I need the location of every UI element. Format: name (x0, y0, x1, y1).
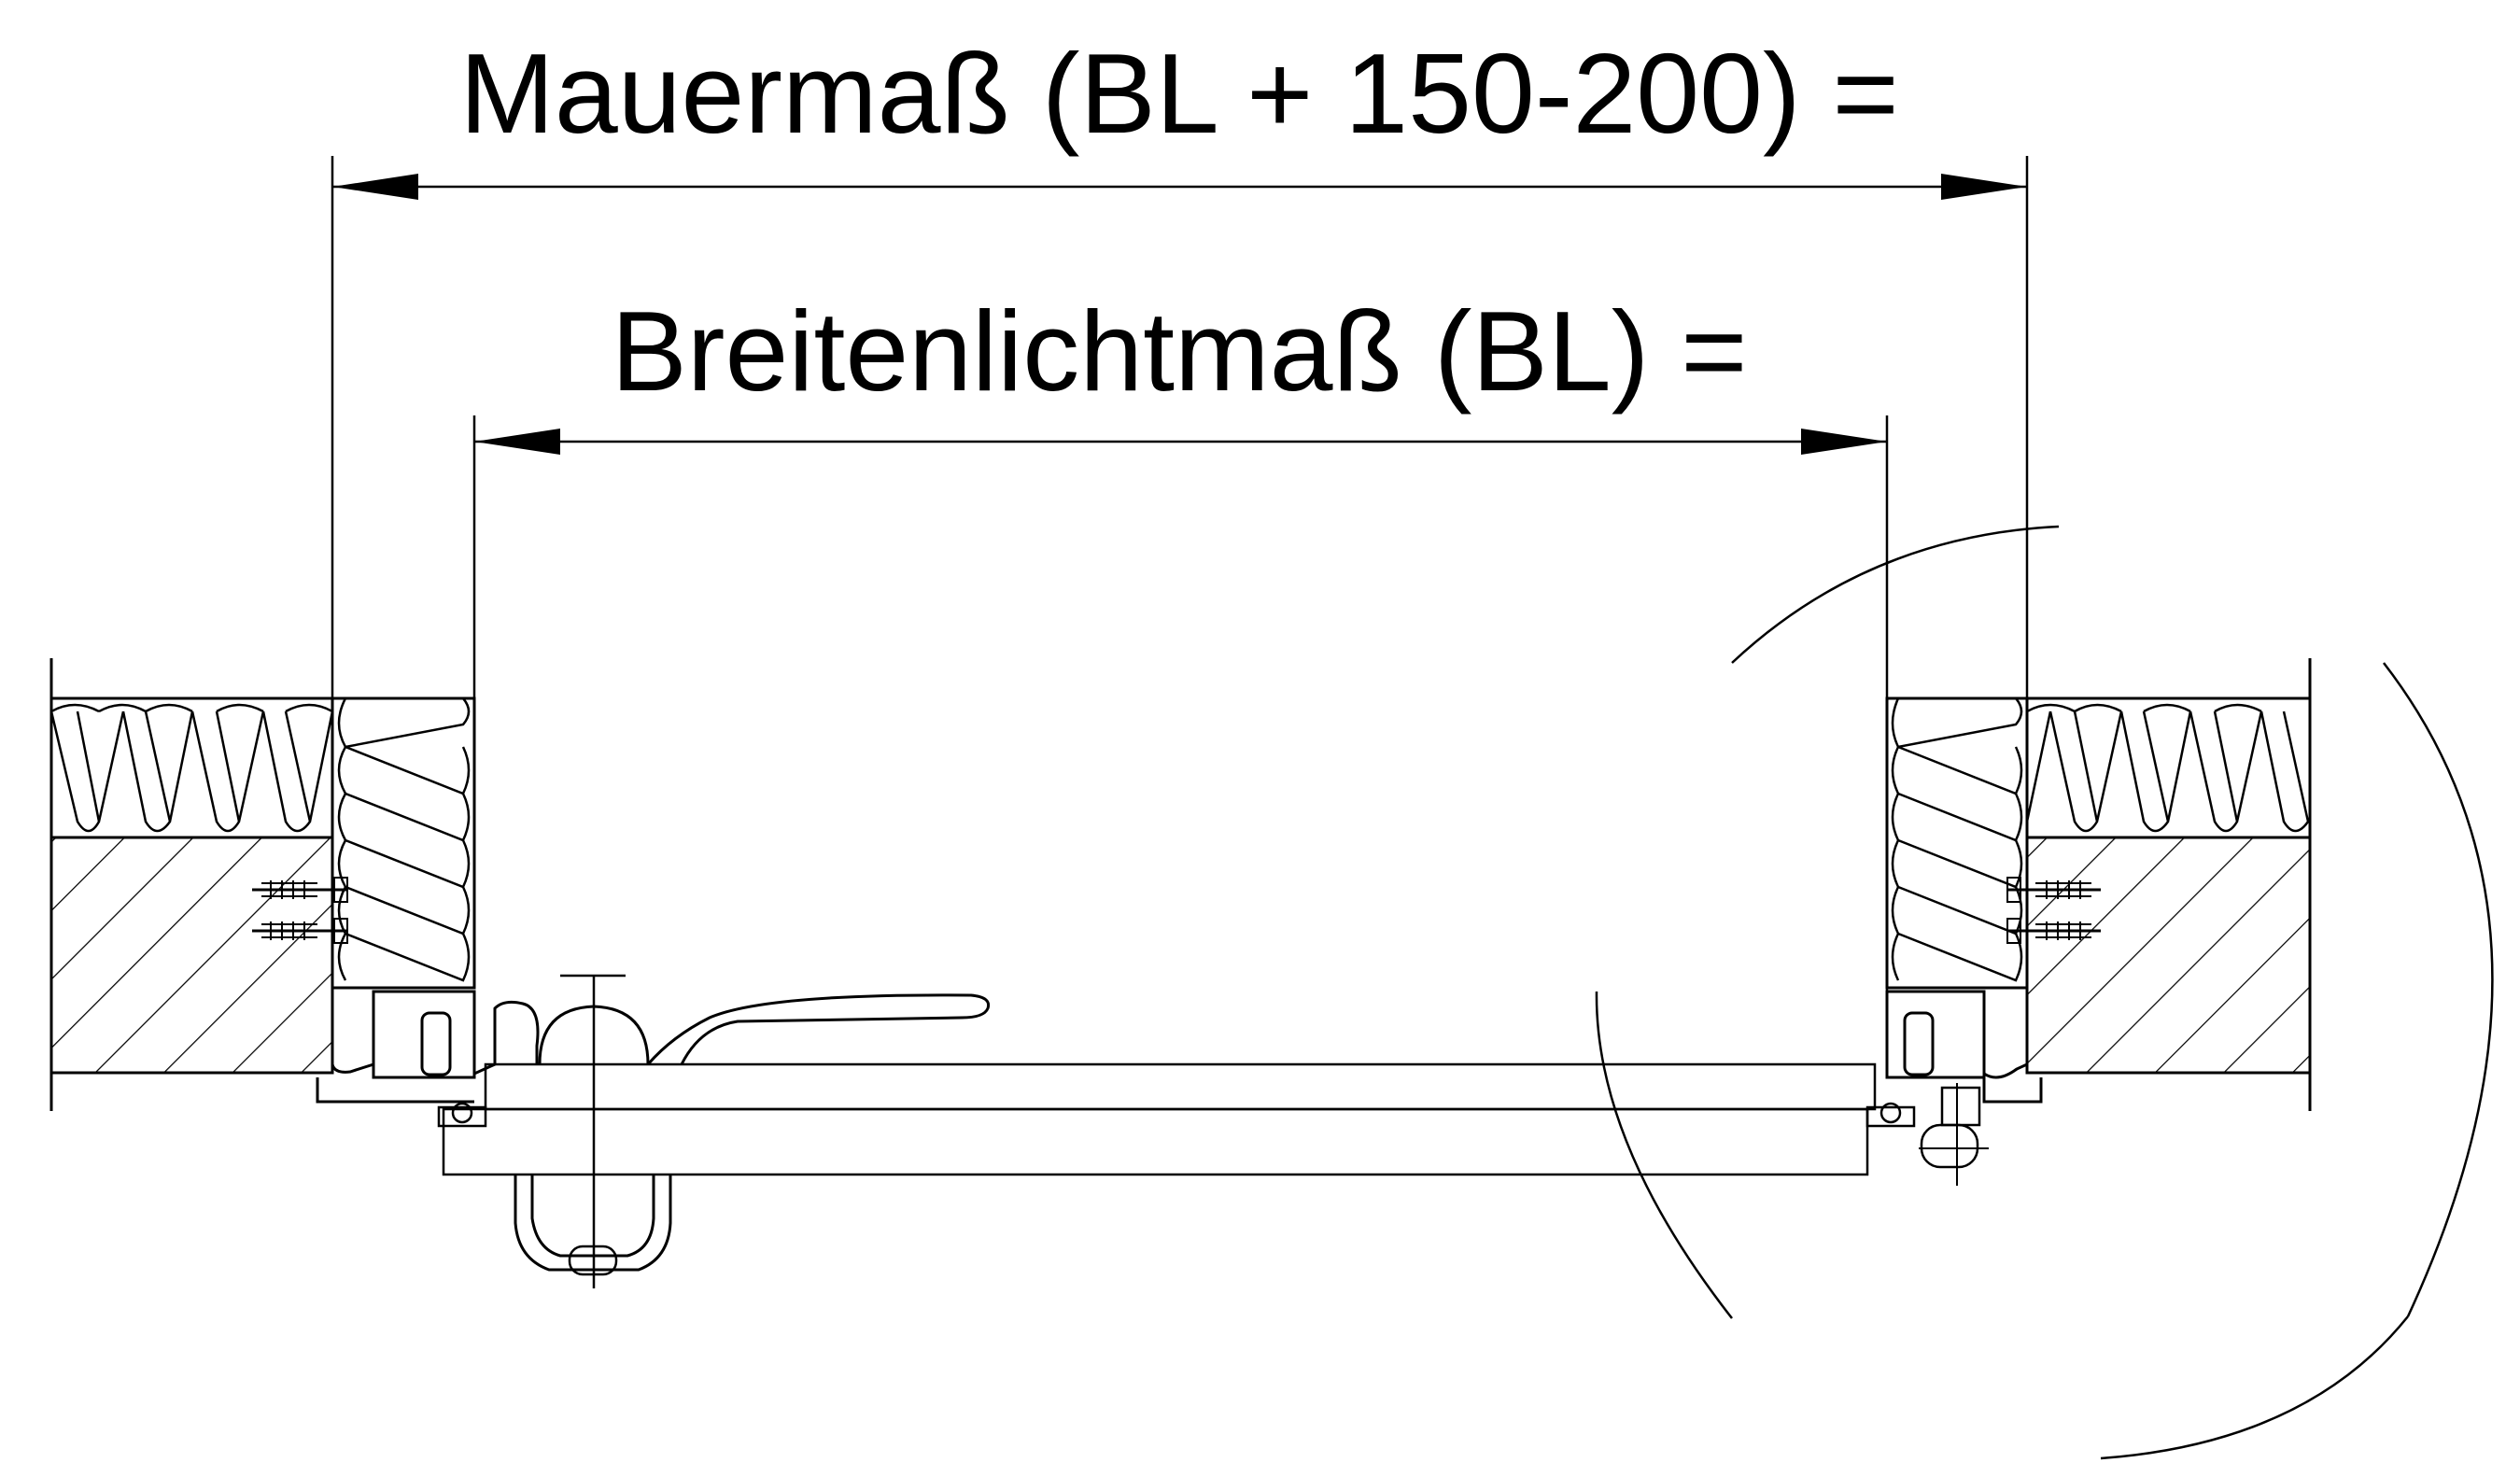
left-wall-section (49, 658, 540, 1128)
door-handle (514, 974, 991, 1288)
insulation-pattern (51, 703, 332, 833)
insulation-pattern (1891, 698, 2023, 982)
arrowhead-left (474, 429, 560, 455)
arrowhead-left (332, 174, 418, 200)
wall-width-label: Mauermaß (BL + 150-200) = (459, 30, 1899, 157)
wall-anchor (2006, 877, 2101, 903)
wall-anchor (252, 877, 348, 903)
wall-anchor (2006, 918, 2101, 944)
wall-width-dimension: Mauermaß (BL + 150-200) = (331, 30, 2029, 822)
insulation-pattern (2027, 703, 2310, 833)
door-swing-arc (1595, 525, 2494, 1460)
arrowhead-right (1941, 174, 2027, 200)
insulation-pattern (337, 698, 471, 982)
door-leaf (442, 1062, 1877, 1176)
clear-width-label: Breitenlichtmaß (BL) = (611, 288, 1747, 415)
clear-width-dimension: Breitenlichtmaß (BL) = (472, 288, 1889, 1066)
hinge (1919, 1083, 1989, 1186)
right-wall-section (1865, 658, 2312, 1186)
right-frame-profile (1865, 988, 2043, 1186)
arrowhead-right (1801, 429, 1887, 455)
left-frame-profile (316, 988, 540, 1128)
wall-anchor (252, 918, 348, 944)
